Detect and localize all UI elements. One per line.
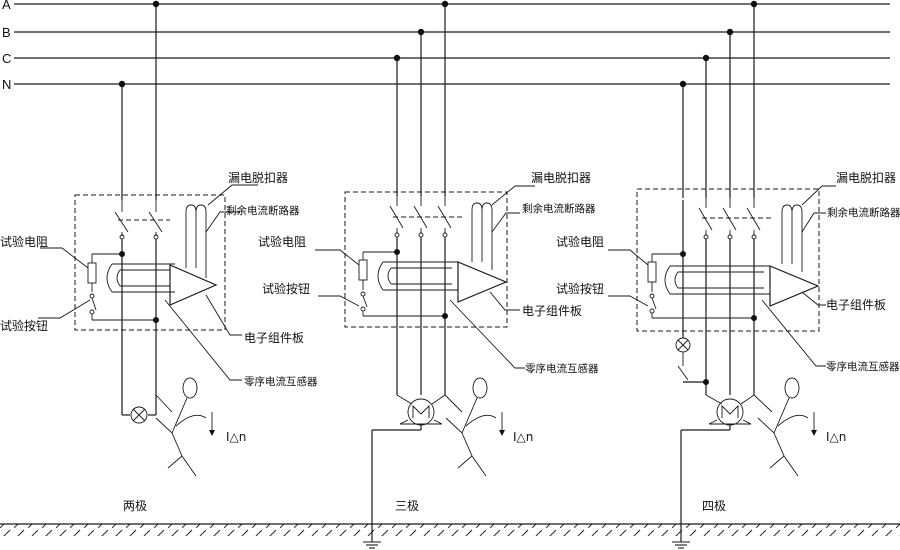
diagram-three-pole xyxy=(315,0,535,549)
diagram-two-pole xyxy=(38,0,258,477)
d1-zct-label: 零序电流互感器 xyxy=(244,375,318,388)
d3-electronic-board-label: 电子组件板 xyxy=(826,298,886,312)
d2-electronic-board-label: 电子组件板 xyxy=(522,304,582,318)
d3-zct-label: 零序电流互感器 xyxy=(826,360,900,373)
d1-current-label: I△n xyxy=(226,430,246,444)
d3-trip-label: 漏电脱扣器 xyxy=(836,170,896,185)
d1-trip-label: 漏电脱扣器 xyxy=(228,170,288,185)
d3-caption: 四极 xyxy=(702,499,726,513)
bus-label-a: A xyxy=(2,0,11,12)
d1-test-button-label: 试验按钮 xyxy=(0,318,48,333)
bus-label-b: B xyxy=(2,25,11,40)
d2-rcd-label: 剩余电流断路器 xyxy=(522,202,596,215)
d3-current-label: I△n xyxy=(826,430,846,444)
bus-label-n: N xyxy=(2,77,11,92)
d1-test-resistor-label: 试验电阻 xyxy=(0,234,48,249)
diagram-four-pole xyxy=(608,0,836,549)
d2-current-label: I△n xyxy=(513,430,533,444)
bus-lines xyxy=(14,3,890,85)
d2-test-button-label: 试验按钮 xyxy=(262,281,310,296)
earth-ground xyxy=(0,523,900,536)
d1-rcd-label: 剩余电流断路器 xyxy=(226,204,300,217)
d3-test-button-label: 试验按钮 xyxy=(556,281,604,296)
d2-caption: 三极 xyxy=(395,499,419,513)
bus-label-c: C xyxy=(2,51,11,66)
d1-caption: 两极 xyxy=(123,499,147,513)
d3-rcd-label: 剩余电流断路器 xyxy=(827,206,900,219)
d1-electronic-board-label: 电子组件板 xyxy=(244,331,304,345)
d2-zct-label: 零序电流互感器 xyxy=(525,362,599,375)
d2-test-resistor-label: 试验电阻 xyxy=(258,234,306,249)
d2-trip-label: 漏电脱扣器 xyxy=(531,170,591,185)
d3-test-resistor-label: 试验电阻 xyxy=(556,234,604,249)
